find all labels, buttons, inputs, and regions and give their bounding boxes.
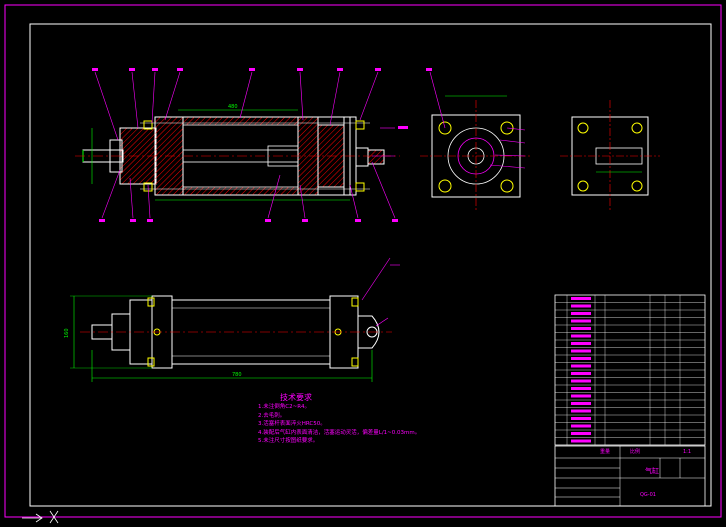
bom-cell-mark	[571, 439, 591, 443]
section-leaders	[94, 71, 396, 219]
bom-cell-mark	[571, 402, 591, 405]
dim-stroke: 480	[228, 104, 238, 110]
section-view	[75, 109, 400, 201]
bom-cell-mark	[571, 312, 591, 315]
tech-req-line-4: 4.装配后气缸内表面清洁，活塞运动灵活，偏差量L/1~0.03mm。	[258, 429, 421, 436]
outer-frame	[4, 4, 722, 518]
bom-cell-mark	[571, 417, 591, 420]
tech-req-line-1: 1.未注倒角C2~R4。	[258, 404, 311, 410]
title-drawing-no: QG-01	[640, 492, 656, 498]
balloon-marks	[92, 68, 408, 222]
title-weight-label: 重量	[600, 448, 610, 455]
inner-frame	[29, 23, 712, 507]
bom-cell-mark	[571, 372, 591, 375]
bom-table	[554, 294, 706, 446]
bom-cell-mark	[571, 327, 591, 330]
tech-req-line-3: 3.活塞杆表面淬火HRC50。	[258, 421, 326, 427]
bom-cell-mark	[571, 349, 591, 353]
dim-bore: 160	[64, 328, 70, 338]
tech-req-line-2: 2.去毛刺。	[258, 412, 286, 419]
bom-cell-mark	[571, 357, 591, 360]
tech-req-line-5: 5.未注尺寸按图纸要求。	[258, 438, 319, 444]
bom-cell-mark	[571, 342, 591, 345]
bom-cell-mark	[571, 297, 591, 300]
bom-cell-mark	[571, 304, 591, 308]
bom-cell-mark	[571, 319, 591, 323]
exterior-view	[70, 257, 400, 382]
bom-cell-mark	[571, 379, 591, 383]
bom-cell-mark	[571, 364, 591, 368]
tech-req-title: 技术要求	[280, 393, 312, 402]
title-scale: 1:1	[683, 449, 691, 455]
title-ratio-label: 比例	[630, 448, 640, 455]
bom-cell-mark	[571, 432, 591, 435]
ucs-icon	[22, 510, 59, 524]
dim-overall: 780	[232, 372, 242, 378]
technical-requirements: 技术要求 1.未注倒角C2~R4。 2.去毛刺。 3.活塞杆表面淬火HRC50。…	[258, 392, 558, 446]
end-view-rear	[560, 100, 660, 210]
bom-cell-mark	[571, 394, 591, 398]
bom-cell-mark	[571, 387, 591, 390]
bom-cell-mark	[571, 409, 591, 413]
bom-cell-mark	[571, 334, 591, 338]
bom-cell-mark	[571, 424, 591, 428]
title-block	[554, 445, 706, 507]
title-part-name: 气缸	[645, 466, 659, 475]
end-view-flange	[420, 68, 532, 210]
